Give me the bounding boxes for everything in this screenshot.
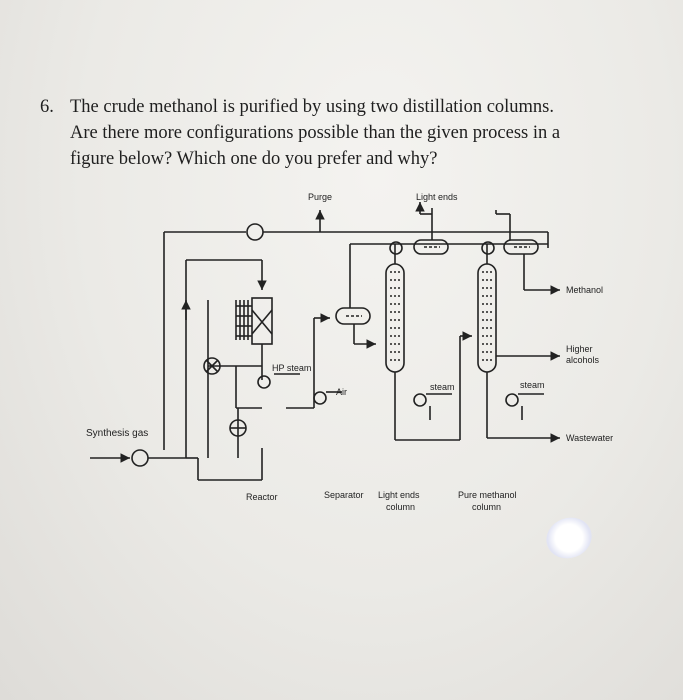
label-hp-steam: HP steam [272, 363, 311, 373]
label-synthesis-gas: Synthesis gas [86, 428, 148, 439]
label-reactor: Reactor [246, 492, 278, 502]
label-light-ends-column-2: column [386, 502, 415, 512]
feed-compressor [131, 449, 149, 467]
condenser-2 [481, 241, 495, 255]
label-steam-1: steam [430, 382, 455, 392]
question-line-3: figure below? Which one do you prefer an… [70, 149, 438, 169]
feed-effluent-exchanger [203, 357, 221, 375]
separator-vessel [335, 307, 371, 325]
label-light-ends-column-1: Light ends [378, 490, 420, 500]
question-line-2: Are there more configurations possible t… [70, 123, 561, 143]
steam-generator [257, 375, 271, 389]
reboiler-1 [413, 393, 427, 407]
question-number: 6. [40, 97, 54, 117]
label-pure-methanol-column-2: column [472, 502, 501, 512]
condenser-1 [389, 241, 403, 255]
air-cooler [313, 391, 327, 405]
recycle-compressor [246, 223, 264, 241]
label-light-ends-top: Light ends [416, 192, 458, 202]
label-pure-methanol-column-1: Pure methanol [458, 490, 517, 500]
label-air: Air [336, 387, 347, 397]
reboiler-2 [505, 393, 519, 407]
label-wastewater: Wastewater [566, 433, 613, 443]
label-methanol: Methanol [566, 285, 603, 295]
label-purge: Purge [308, 192, 332, 202]
label-higher-alcohols-2: alcohols [566, 355, 600, 365]
question-line-1: The crude methanol is purified by using … [70, 97, 555, 117]
reflux-drum-1 [413, 239, 449, 255]
question-text: The crude methanol is purified by using … [70, 94, 650, 172]
label-steam-2: steam [520, 380, 545, 390]
label-separator: Separator [324, 490, 364, 500]
label-higher-alcohols-1: Higher [566, 344, 593, 354]
reflux-drum-2 [503, 239, 539, 255]
